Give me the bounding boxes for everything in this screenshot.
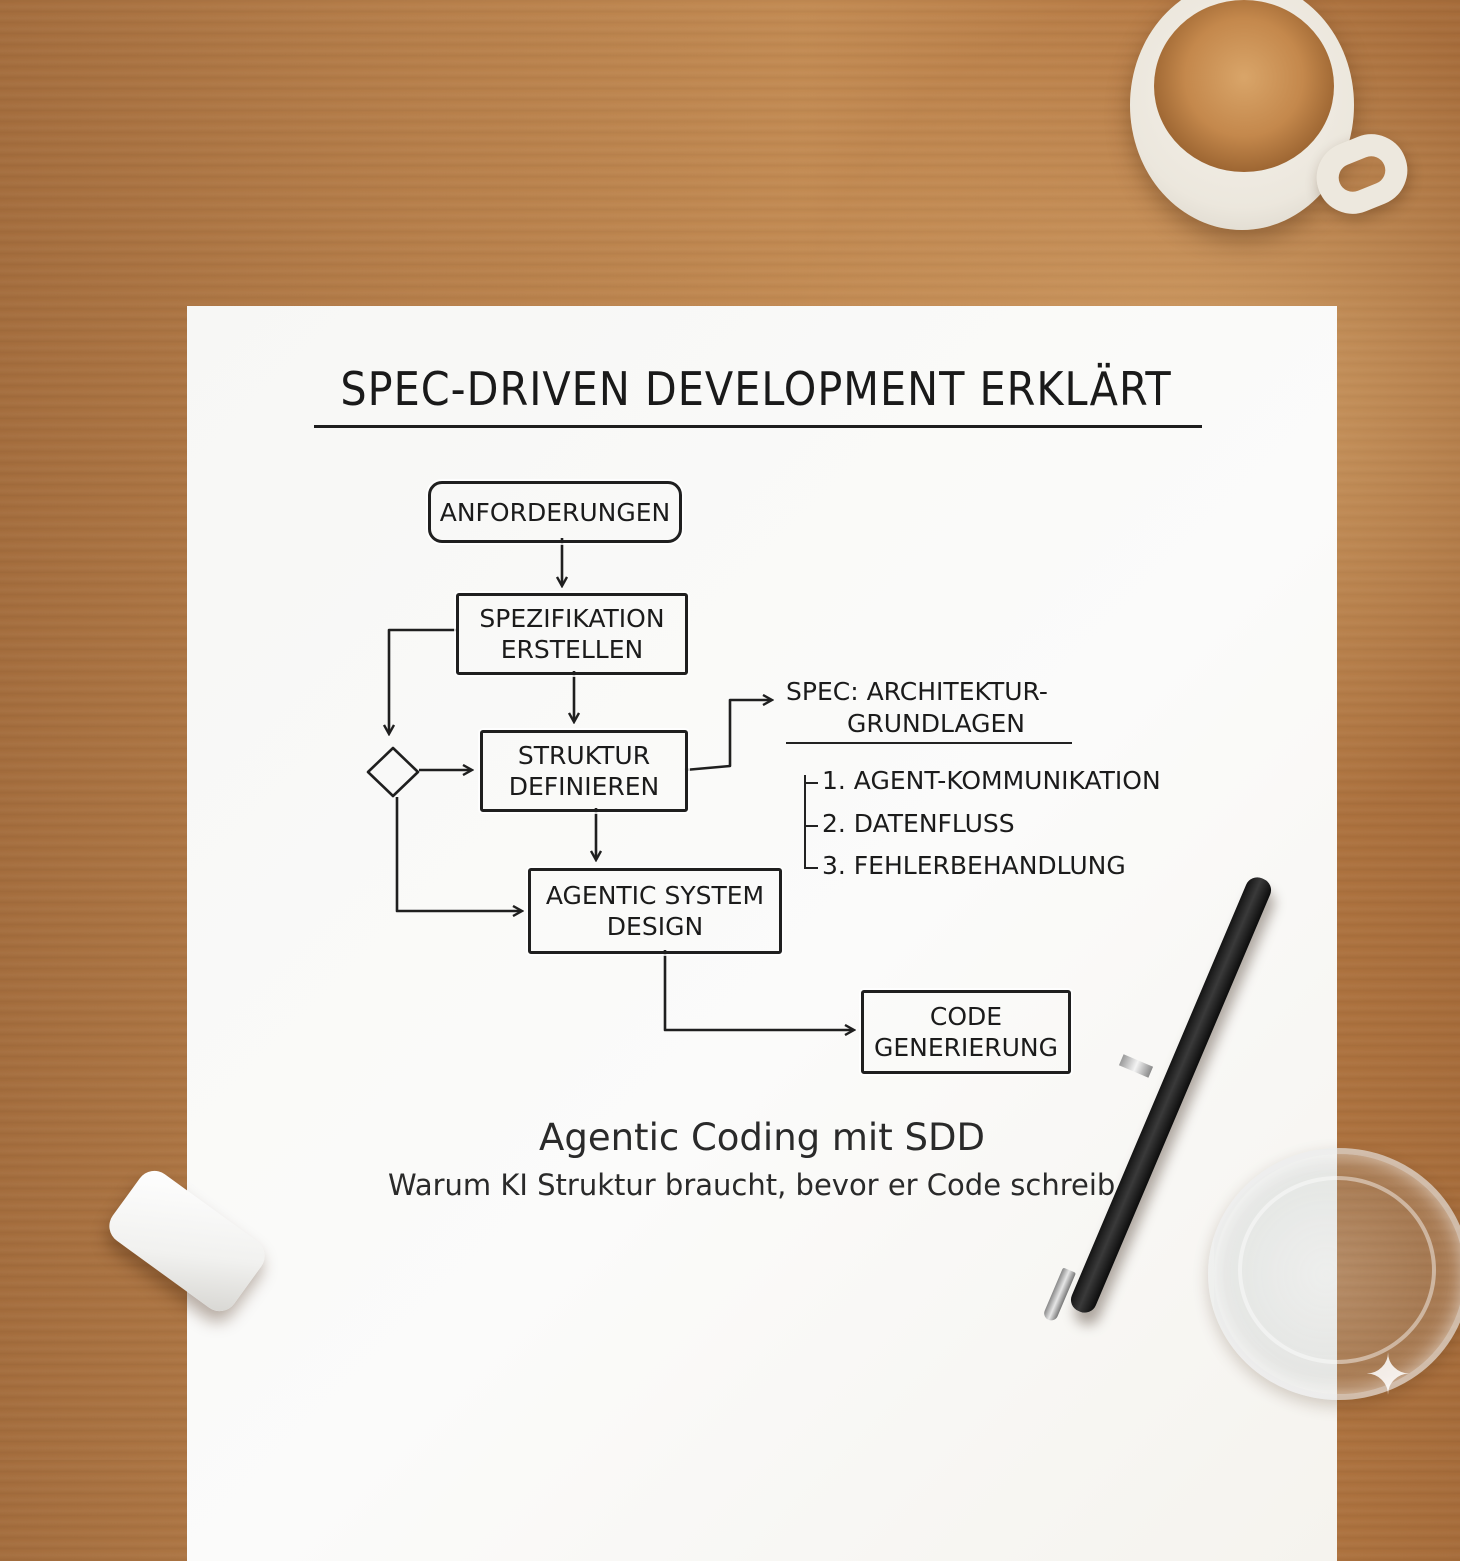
spec-item: 2. DATENFLUSS — [822, 809, 1015, 838]
spec-tree-branch — [804, 867, 818, 869]
arrow-struct-to-spec-panel — [684, 700, 772, 772]
node-specification: SPEZIFIKATION ERSTELLEN — [456, 593, 688, 675]
spec-panel-rule — [786, 742, 1072, 744]
arrow-decision-to-agent — [395, 797, 522, 911]
node-structure: STRUKTUR DEFINIEREN — [480, 730, 688, 812]
spec-item: 3. FEHLERBEHANDLUNG — [822, 851, 1126, 880]
spec-heading-line1: SPEC: ARCHITEKTUR- — [786, 677, 1048, 706]
spec-tree-branch — [804, 782, 818, 784]
node-code-generation: CODE GENERIERUNG — [861, 990, 1071, 1074]
spec-item: 1. AGENT-KOMMUNIKATION — [822, 766, 1161, 795]
footer-subtitle: Agentic Coding mit SDD — [539, 1116, 985, 1159]
spec-heading-line2: GRUNDLAGEN — [846, 709, 1026, 738]
node-agentic-design: AGENTIC SYSTEM DESIGN — [528, 868, 782, 954]
arrow-spec-to-decision — [389, 628, 456, 734]
paper-sheet — [187, 306, 1337, 1561]
spec-panel-heading: SPEC: ARCHITEKTUR- GRUNDLAGEN — [786, 676, 1086, 740]
decision-diamond — [366, 746, 420, 798]
spec-tree-line — [804, 775, 806, 869]
water-glass-rim — [1238, 1176, 1436, 1364]
node-requirements: ANFORDERUNGEN — [428, 481, 682, 543]
spec-tree-branch — [804, 825, 818, 827]
coffee — [1154, 0, 1334, 172]
diagram-title: SPEC-DRIVEN DEVELOPMENT ERKLÄRT — [340, 362, 1172, 416]
flow-connectors — [366, 538, 1460, 1460]
footer-tagline: Warum KI Struktur braucht, bevor er Code… — [388, 1168, 1116, 1202]
title-underline — [314, 425, 1202, 428]
sparkle-icon: ✦ — [1364, 1343, 1412, 1408]
arrow-agent-to-code — [663, 950, 854, 1030]
